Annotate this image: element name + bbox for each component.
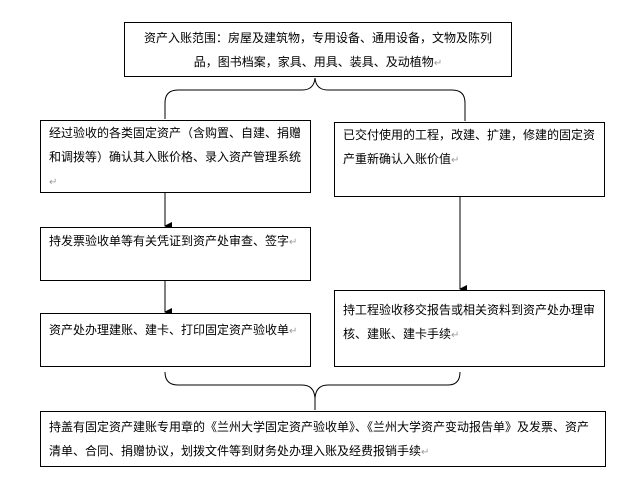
paragraph-mark: ↵ — [289, 237, 298, 248]
paragraph-mark: ↵ — [421, 447, 430, 458]
top-brace — [164, 77, 466, 104]
final-step-text: 持盖有固定资产建账专用章的《兰州大学固定资产验收单》、《兰州大学资产变动报告单》… — [49, 420, 590, 458]
final-step: 持盖有固定资产建账专用章的《兰州大学固定资产验收单》、《兰州大学资产变动报告单》… — [40, 411, 606, 467]
left-step-3-text: 资产处办理建账、建卡、打印固定资产验收单 — [49, 323, 290, 337]
bottom-brace — [164, 371, 461, 399]
scope-box: 资产入账范围：房屋及建筑物，专用设备、通用设备，文物及陈列品，图书档案，家具、用… — [124, 22, 512, 77]
paragraph-mark: ↵ — [49, 177, 58, 188]
right-step-1: 已交付使用的工程，改建、扩建，修建的固定资产重新确认入账价值↵ — [334, 122, 605, 197]
paragraph-mark: ↵ — [433, 58, 443, 69]
scope-text: 资产入账范围：房屋及建筑物，专用设备、通用设备，文物及陈列品，图书档案，家具、用… — [143, 31, 492, 69]
left-step-1-text: 经过验收的各类固定资产（含购置、自建、捐赠和调拨等）确认其入账价格、录入资产管理… — [49, 126, 302, 164]
left-step-3: 资产处办理建账、建卡、打印固定资产验收单↵ — [40, 313, 311, 367]
right-step-2-text: 持工程验收移交报告或相关资料到资产处办理审核、建账、建卡手续 — [343, 303, 596, 341]
left-step-2: 持发票验收单等有关凭证到资产处审查、签字↵ — [40, 227, 311, 281]
left-step-2-text: 持发票验收单等有关凭证到资产处审查、签字 — [49, 234, 290, 248]
left-step-1: 经过验收的各类固定资产（含购置、自建、捐赠和调拨等）确认其入账价格、录入资产管理… — [40, 120, 311, 193]
right-step-1-text: 已交付使用的工程，改建、扩建，修建的固定资产重新确认入账价值 — [343, 128, 596, 166]
paragraph-mark: ↵ — [451, 330, 460, 341]
paragraph-mark: ↵ — [451, 155, 460, 166]
paragraph-mark: ↵ — [289, 326, 298, 337]
right-step-2: 持工程验收移交报告或相关资料到资产处办理审核、建账、建卡手续↵ — [334, 290, 605, 367]
